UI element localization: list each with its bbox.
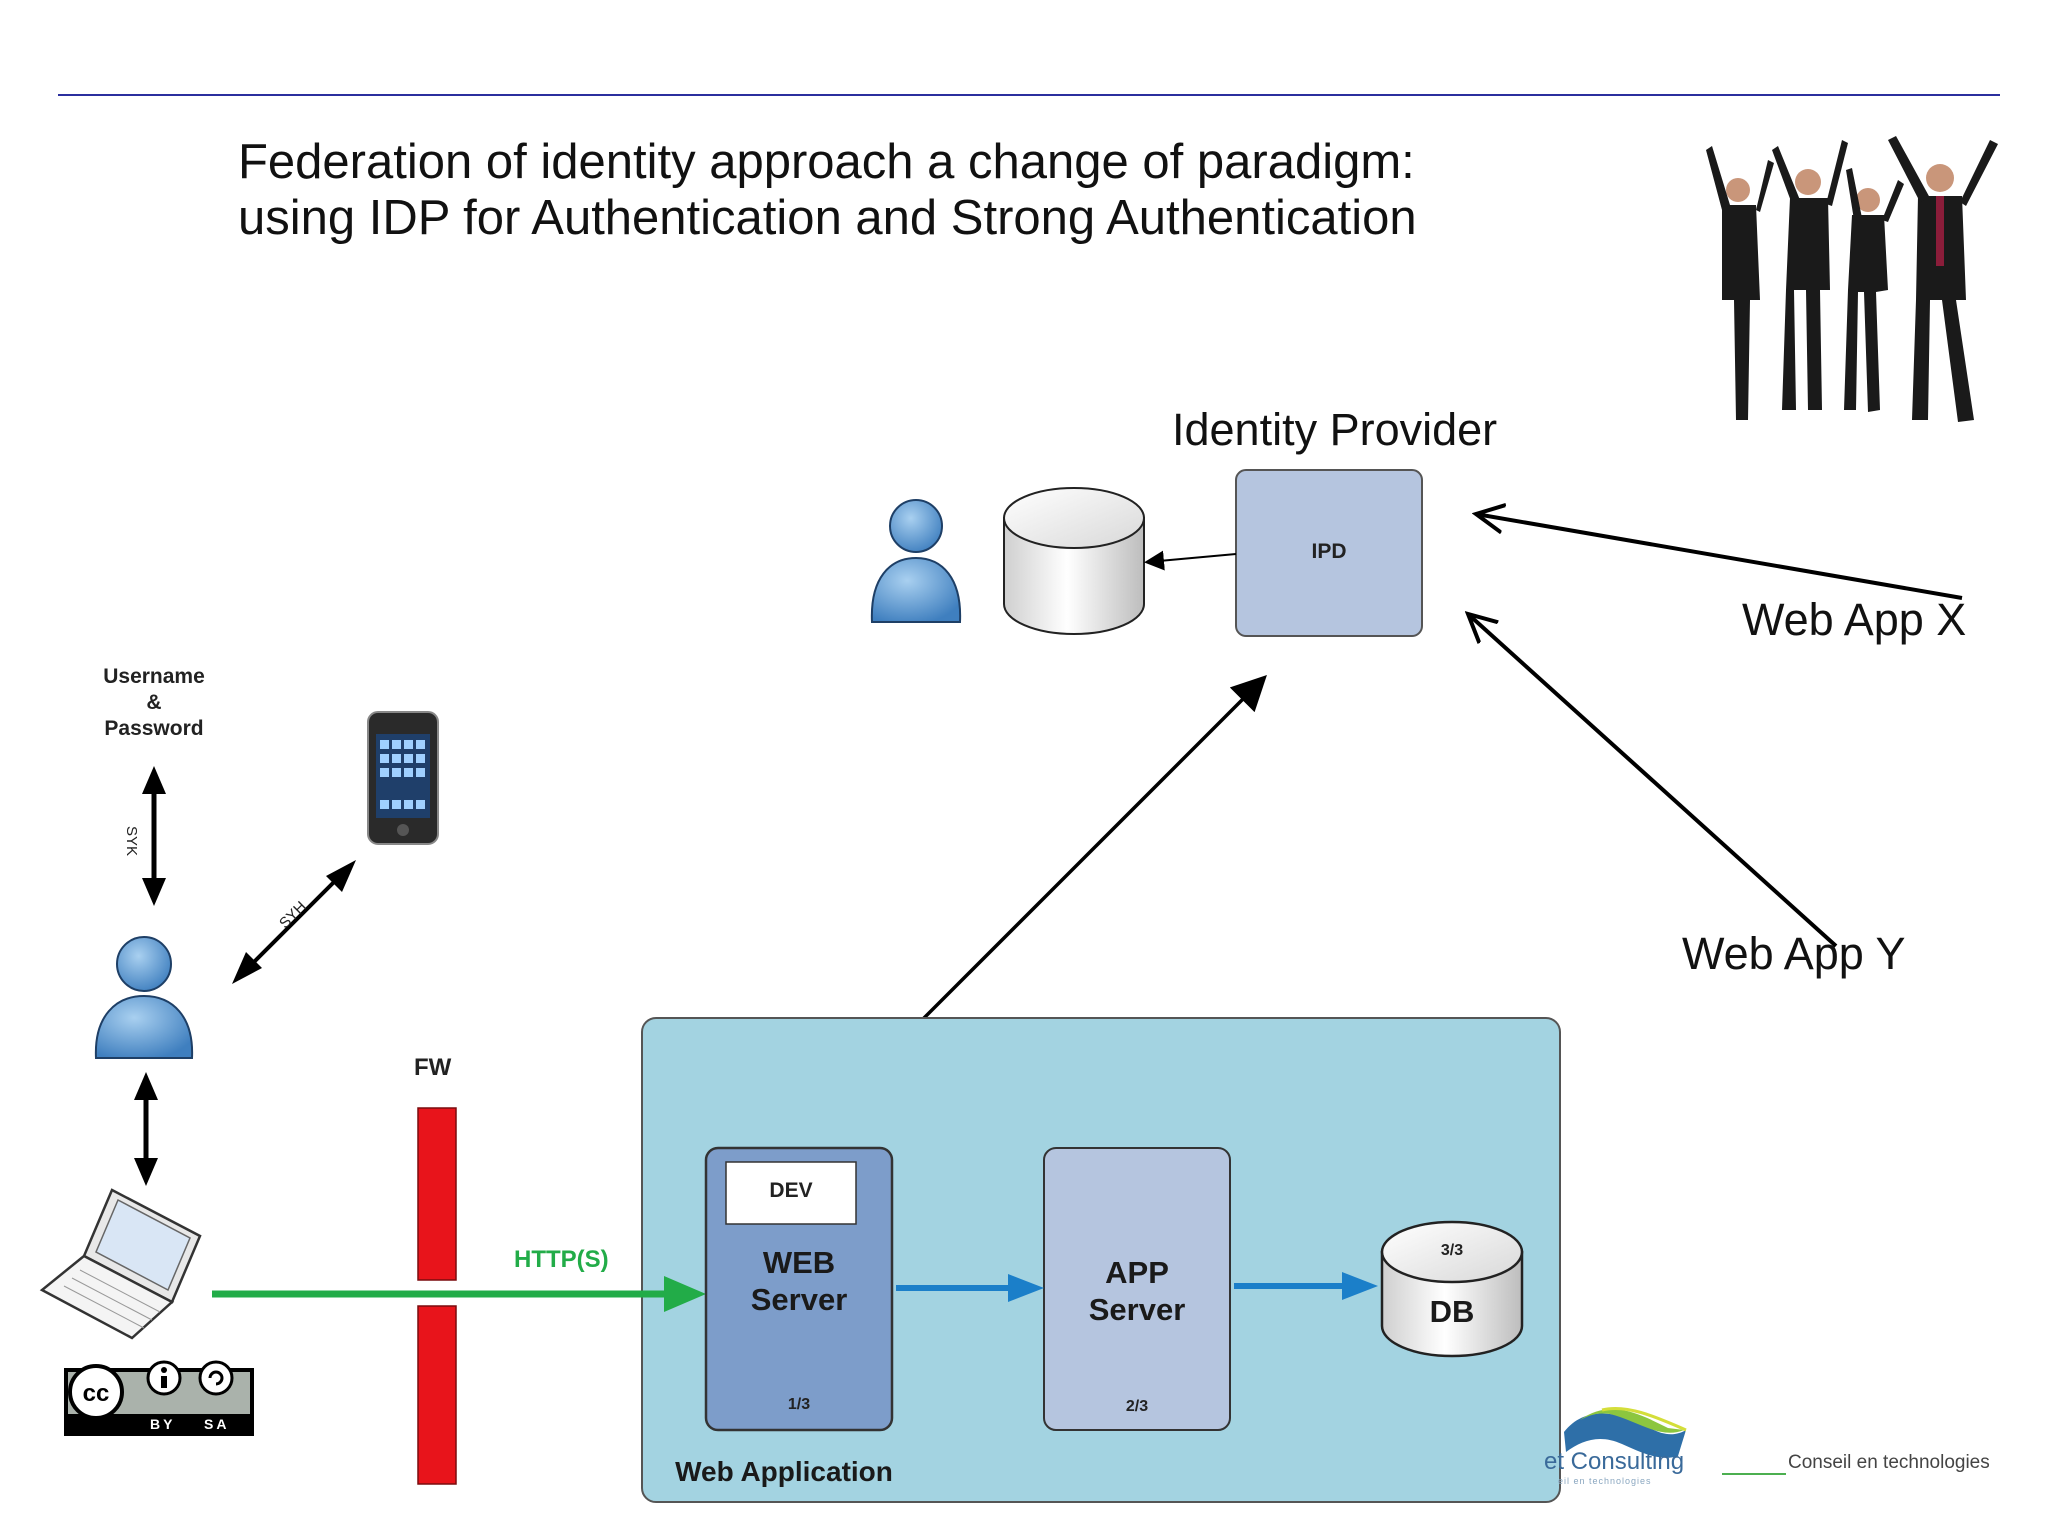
idp-user-person-icon: [870, 499, 962, 623]
consulting-logo-icon: [1564, 1406, 1687, 1458]
app-server-step: 2/3: [1125, 1398, 1149, 1415]
http-label: HTTP(S): [514, 1246, 609, 1273]
syh-arrow-head-a: [232, 952, 262, 984]
firewall-label: FW: [414, 1054, 452, 1081]
jumping-people-photo: [1706, 136, 1998, 422]
slide-title-line-2: using IDP for Authentication and Strong …: [238, 191, 1417, 245]
idp-to-db-arrow: [1144, 550, 1237, 571]
idp-box: [1235, 469, 1423, 637]
web-server-step: 1/3: [787, 1396, 811, 1413]
dev-badge-box: [725, 1161, 857, 1225]
slide-title-line-1: Federation of identity approach a change…: [238, 135, 1415, 189]
web-to-app-arrow-head: [1008, 1274, 1044, 1302]
firewall-upper-bar: [417, 1107, 457, 1281]
web-app-x-label: Web App X: [1742, 594, 1967, 645]
cc-by-sa-icon: cc: [64, 1360, 254, 1436]
syh-arrow-head-b: [326, 860, 356, 892]
footer-company: et Consulting: [1544, 1448, 1685, 1475]
svg-text:cc: cc: [83, 1380, 110, 1407]
app-server-label: APP Server: [1044, 1254, 1230, 1328]
smartphone-icon: [367, 711, 439, 845]
firewall-lower-bar: [417, 1305, 457, 1485]
app-server-line-2: Server: [1088, 1292, 1186, 1327]
db-label: DB: [1429, 1294, 1475, 1329]
syh-arrow: [252, 874, 342, 964]
syk-arrow-head-down: [142, 878, 166, 906]
web-server-line-2: Server: [750, 1282, 848, 1317]
footer-company-sub: eil en technologies: [1558, 1476, 1652, 1486]
app-to-db-arrow-head: [1342, 1272, 1378, 1300]
web-app-y-arrow: [1468, 614, 1838, 948]
footer-tagline: Conseil en technologies: [1788, 1452, 1990, 1473]
user-person-icon: [94, 936, 194, 1059]
credentials-line-and: &: [146, 691, 162, 714]
syk-arrow-head-up: [142, 766, 166, 794]
idp-box-label: IPD: [1311, 540, 1347, 563]
web-app-x-arrow: [1476, 514, 1963, 600]
app-server-box: [1043, 1147, 1231, 1431]
http-arrow-head: [664, 1276, 706, 1312]
dev-badge-label: DEV: [769, 1179, 813, 1202]
app-server-line-1: APP: [1105, 1255, 1169, 1290]
cc-by-text: BY: [150, 1416, 176, 1432]
credentials-label: Username & Password: [84, 664, 224, 742]
db-cylinder-icon: [1380, 1220, 1524, 1358]
identity-provider-label: Identity Provider: [1172, 404, 1498, 455]
credentials-line-username: Username: [103, 665, 205, 688]
user-laptop-arrow-head-down: [134, 1158, 158, 1186]
web-application-label: Web Application: [675, 1456, 893, 1487]
laptop-icon: [39, 1188, 202, 1340]
cc-sa-text: SA: [204, 1416, 230, 1432]
syk-label: SYK: [123, 826, 140, 857]
web-server-line-1: WEB: [762, 1245, 836, 1280]
web-server-label: WEB Server: [706, 1244, 892, 1318]
web-app-y-label: Web App Y: [1682, 928, 1906, 979]
user-laptop-arrow-head-up: [134, 1072, 158, 1100]
db-step: 3/3: [1440, 1242, 1464, 1259]
idp-database-icon: [1003, 487, 1145, 635]
credentials-line-password: Password: [104, 717, 204, 740]
